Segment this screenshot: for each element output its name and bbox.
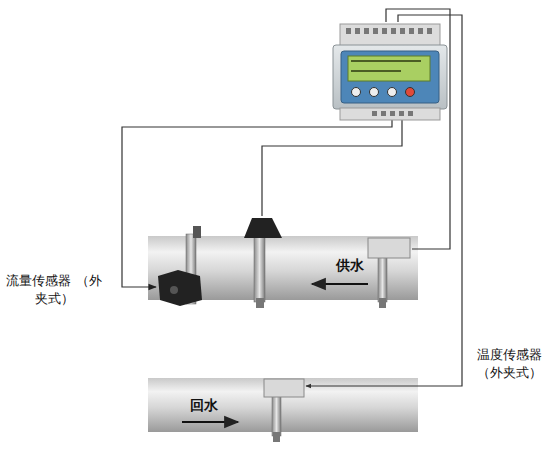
flow-arrow [182, 284, 368, 422]
temperature-sensor [264, 238, 410, 442]
flow-direction-label: 供水 [330, 256, 370, 275]
sensor-label: 温度传感器 （外夹式） [468, 346, 550, 381]
heat-meter-device [333, 24, 447, 120]
signal-wire [122, 9, 462, 386]
flow-direction-label: 回水 [184, 396, 224, 415]
flow-sensor [158, 218, 282, 308]
sensor-label: 流量传感器 （外夹式） [4, 272, 104, 307]
